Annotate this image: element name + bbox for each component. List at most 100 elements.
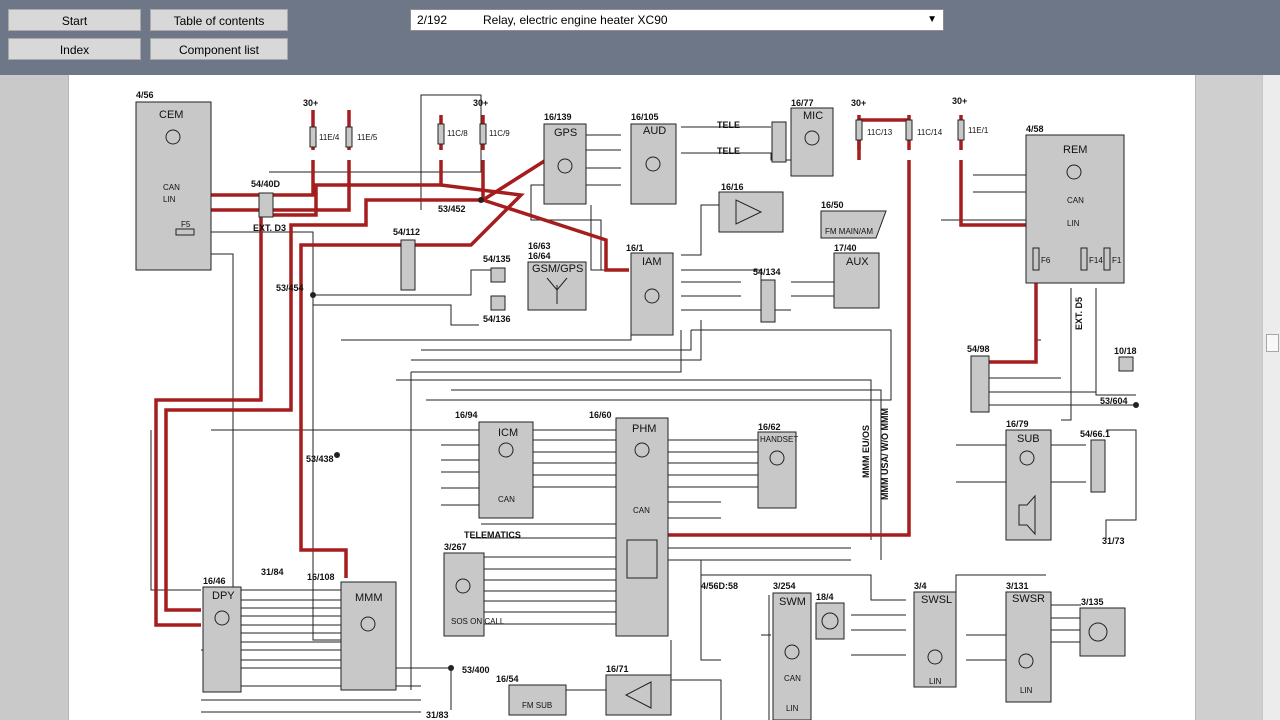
rem-ref: 4/58: [1026, 124, 1044, 134]
control-unit-icon: [634, 442, 650, 458]
mmm-usa-label: MMM USA/ W/O MMM: [880, 408, 890, 500]
control-unit-icon: [645, 156, 661, 172]
sos-label: SOS ON CALL: [451, 617, 505, 626]
fuse-11c9-icon: [479, 123, 487, 145]
tele-ref: 3/267: [444, 542, 467, 552]
swm-ref: 3/254: [773, 581, 796, 591]
fuse-11e1-label: 11E/1: [968, 126, 989, 135]
horn-icon: [1088, 622, 1108, 642]
control-unit-icon: [769, 450, 785, 466]
control-unit-icon: [214, 610, 230, 626]
can-label: CAN: [163, 183, 180, 192]
components: 4/56 CEM CAN LIN F5 54/40D EXT. D3 16/13…: [135, 90, 1139, 720]
ref-4-56d: 4/56D:58: [701, 581, 738, 591]
amplifier-module: [718, 191, 784, 233]
aux-ref: 17/40: [834, 243, 857, 253]
control-unit-icon: [1019, 450, 1035, 466]
connector-54-135: 54/135: [483, 254, 511, 264]
clockspring-18-4: [815, 602, 845, 640]
phm-ref: 16/60: [589, 410, 612, 420]
connector-54-136-body: [490, 295, 506, 311]
gsm-ref-2: 16/64: [528, 251, 551, 261]
ground-31-84: 31/84: [261, 567, 284, 577]
swsl-name: SWSL: [921, 594, 952, 606]
phm-name: PHM: [632, 423, 656, 435]
scrollbar-thumb[interactable]: [1266, 334, 1279, 352]
fuse-11c13-label: 11C/13: [867, 128, 893, 137]
connector-54-134: 54/134: [753, 267, 781, 277]
swsr-ref: 3/131: [1006, 581, 1029, 591]
mmm-ref: 16/108: [307, 572, 335, 582]
connector-54-66-1-body: [1090, 439, 1106, 493]
iam-module: [630, 252, 674, 336]
supply-label: 30+: [473, 98, 488, 108]
sub-module: [1005, 429, 1052, 541]
ref-10-18: 10/18: [1114, 346, 1137, 356]
swm-module: [772, 592, 812, 720]
connector-54-135-body: [490, 267, 506, 283]
toolbar: Start Table of contents Index Component …: [0, 0, 1280, 75]
rem-name: REM: [1063, 144, 1087, 156]
amplifier-icon: [735, 199, 763, 225]
splice-dot: [448, 665, 454, 671]
splice-53-400: 53/400: [462, 665, 490, 675]
splice-53-454: 53/454: [276, 283, 304, 293]
control-unit-icon: [165, 129, 181, 145]
tele-label: TELE: [717, 146, 740, 156]
fuse-f6-icon: [1032, 247, 1040, 271]
signal-wires: [150, 94, 1137, 720]
control-unit-icon: [455, 578, 471, 594]
speaker-icon: [1018, 494, 1036, 536]
start-button[interactable]: Start: [8, 9, 141, 31]
gsm-name: GSM/GPS: [532, 263, 583, 275]
splice-dot: [334, 452, 340, 458]
gsm-ref: 16/63: [528, 241, 551, 251]
right-margin: [1195, 75, 1262, 720]
iam-ref: 16/1: [626, 243, 644, 253]
fuse-11c8-icon: [437, 123, 445, 145]
fuse-f5-icon: [175, 228, 195, 236]
phm-module: [615, 417, 669, 637]
supply-label: 30+: [303, 98, 318, 108]
index-button[interactable]: Index: [8, 38, 141, 60]
left-margin: [0, 75, 68, 720]
gps-name: GPS: [554, 127, 577, 139]
supply-label: 30+: [851, 98, 866, 108]
fuse-11e4-icon: [309, 126, 317, 148]
table-of-contents-button[interactable]: Table of contents: [150, 9, 288, 31]
sub-ref: 16/79: [1006, 419, 1029, 429]
diagram-select[interactable]: 2/192 Relay, electric engine heater XC90…: [410, 9, 944, 31]
cem-name: CEM: [159, 109, 183, 121]
handset-module: [757, 431, 797, 509]
power-wires: [154, 110, 1038, 627]
mmm-module: [340, 581, 397, 691]
sos-button-module: [443, 552, 485, 637]
cem-ref: 4/56: [136, 90, 154, 100]
control-unit-icon: [1018, 653, 1034, 669]
ground-point-10-18: [1118, 356, 1134, 372]
keypad-icon: [626, 539, 658, 579]
fuses: 30+ 30+ 30+ 30+ 11E/4 11E/5 11C/8 11C/9 …: [303, 96, 989, 148]
swsl-module: [913, 591, 957, 688]
can-label: CAN: [1067, 196, 1084, 205]
ext-d5-label: EXT. D5: [1074, 297, 1084, 330]
lin-label: LIN: [786, 704, 799, 713]
splice-53-438: 53/438: [306, 454, 334, 464]
lin-label: LIN: [163, 195, 176, 204]
gps-module: [543, 123, 587, 205]
splice-dot: [478, 197, 484, 203]
amp-ref: 16/16: [721, 182, 744, 192]
aud-module: [630, 123, 677, 205]
wiring-diagram-page[interactable]: 30+ 30+ 30+ 30+ 11E/4 11E/5 11C/8 11C/9 …: [68, 75, 1196, 720]
aud-ref: 16/105: [631, 112, 659, 122]
can-label: CAN: [498, 495, 515, 504]
swsl-ref: 3/4: [914, 581, 927, 591]
component-list-button[interactable]: Component list: [150, 38, 288, 60]
ref-3-135: 3/135: [1081, 597, 1104, 607]
vertical-scrollbar[interactable]: [1262, 75, 1280, 720]
dpy-ref: 16/46: [203, 576, 226, 586]
amplifier-16-71: [605, 674, 672, 716]
connector-54-98-body: [970, 355, 990, 413]
fuse-11c8-label: 11C/8: [447, 129, 468, 138]
ground-31-73: 31/73: [1102, 536, 1125, 546]
